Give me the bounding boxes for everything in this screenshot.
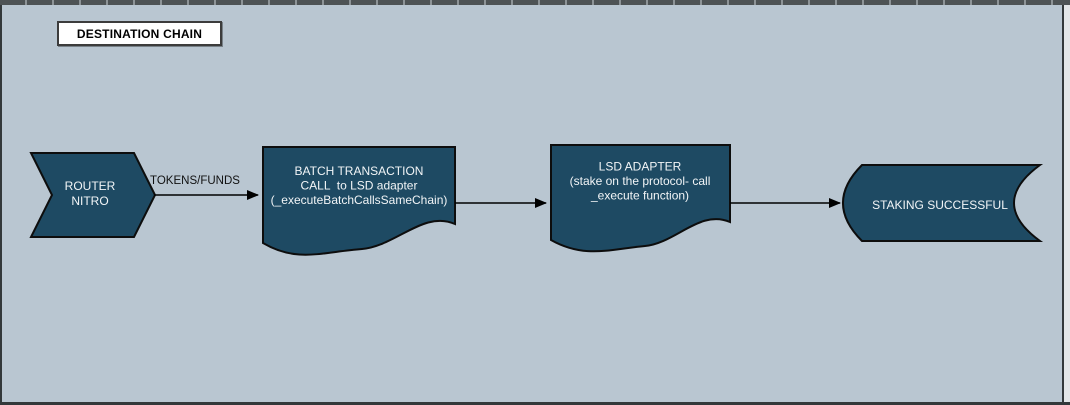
node-label-line: BATCH TRANSACTION (295, 164, 424, 178)
router-nitro-node[interactable]: ROUTER NITRO (29, 152, 157, 238)
destination-chain-text: DESTINATION CHAIN (76, 26, 203, 41)
document-shape[interactable] (262, 146, 456, 256)
chevron-shape[interactable] (29, 152, 157, 238)
horizontal-ruler (0, 0, 1070, 5)
canvas-frame-left (0, 0, 2, 405)
lsd-adapter-node[interactable]: LSD ADAPTER (stake on the protocol- call… (550, 144, 731, 253)
staking-successful-node[interactable]: STAKING SUCCESSFUL (842, 164, 1044, 242)
node-label-line: LSD ADAPTER (599, 160, 682, 174)
tokens-funds-connector[interactable]: TOKENS/FUNDS (150, 175, 259, 200)
node-label-line: STAKING SUCCESSFUL (872, 198, 1008, 212)
connector-label: TOKENS/FUNDS (150, 175, 240, 187)
node-label-line: NITRO (71, 194, 108, 208)
canvas-frame-bottom (0, 402, 1070, 405)
node-label-line: ROUTER (65, 179, 116, 193)
node-label-line: _execute function) (590, 189, 689, 203)
node-label-line: CALL to LSD adapter (301, 179, 418, 193)
batch-transaction-node[interactable]: BATCH TRANSACTION CALL to LSD adapter (_… (262, 146, 456, 256)
canvas-frame-right (1062, 0, 1064, 405)
stored-data-shape[interactable] (842, 164, 1044, 242)
node-label-line: (stake on the protocol- call (570, 174, 711, 188)
document-shape[interactable] (550, 144, 731, 253)
node-label-line: (_executeBatchCallsSameChain) (271, 193, 448, 207)
canvas-gutter-right (1064, 0, 1070, 405)
destination-chain-label[interactable]: DESTINATION CHAIN (57, 21, 222, 46)
